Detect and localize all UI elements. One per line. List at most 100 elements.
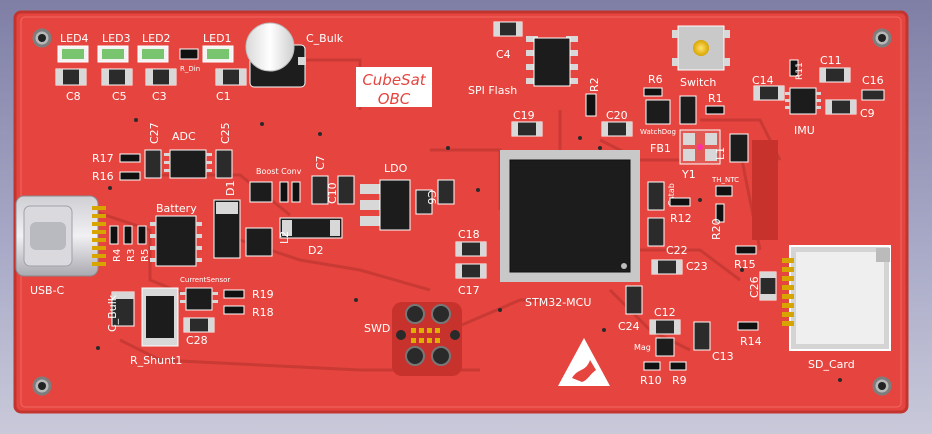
resistor-r17 xyxy=(119,153,141,163)
label-c27: C27 xyxy=(148,122,161,144)
label-r11: R11 xyxy=(795,62,805,80)
label-c6: C6 xyxy=(425,190,438,205)
label-r2: R2 xyxy=(588,77,601,92)
cap-c13 xyxy=(693,321,711,351)
label-c12: C12 xyxy=(654,306,676,319)
label-spi-flash: SPI Flash xyxy=(468,84,517,97)
current-sensor-chip xyxy=(180,287,218,311)
label-th-ntc: TH_NTC xyxy=(711,176,739,184)
cap-c12 xyxy=(649,319,681,335)
cap-c11 xyxy=(819,67,851,83)
label-imu: IMU xyxy=(794,124,815,137)
mcu-chip xyxy=(500,150,640,282)
resistor-r6 xyxy=(643,87,663,97)
resistor-r1 xyxy=(705,105,725,115)
bulk-capacitor-bottom xyxy=(111,291,135,327)
label-d2: D2 xyxy=(308,244,323,257)
shunt-resistor xyxy=(141,287,179,347)
cap-c9 xyxy=(825,99,857,115)
label-r4: R4 xyxy=(112,249,123,262)
diode-d1 xyxy=(213,199,241,259)
label-r12: R12 xyxy=(670,212,692,225)
resistor-r20 xyxy=(715,203,725,223)
label-r19: R19 xyxy=(252,288,274,301)
cap-c6 xyxy=(415,189,433,215)
label-c17: C17 xyxy=(458,284,480,297)
spi-flash-chip xyxy=(526,36,578,87)
battery-chip xyxy=(150,215,202,267)
label-c19: C19 xyxy=(513,109,535,122)
resistor-r19 xyxy=(223,289,245,299)
label-c14: C14 xyxy=(752,74,774,87)
inductor-l1 xyxy=(729,133,749,163)
label-c13: C13 xyxy=(712,350,734,363)
adc-chip xyxy=(164,149,212,179)
resistor-r10 xyxy=(643,361,661,371)
vias xyxy=(96,118,842,382)
label-r5: R5 xyxy=(140,249,151,262)
label-c22: C22 xyxy=(666,244,688,257)
label-l2: L2 xyxy=(278,231,291,244)
boost-converter xyxy=(249,181,301,203)
label-r18: R18 xyxy=(252,306,274,319)
ldo-regulator xyxy=(360,179,411,231)
label-c8: C8 xyxy=(66,90,81,103)
cap-c28 xyxy=(183,317,215,333)
cap-c18 xyxy=(455,241,487,257)
inductor-l2 xyxy=(245,227,273,257)
cap-c27 xyxy=(144,149,162,179)
label-stm32: STM32-MCU xyxy=(525,296,591,309)
crystal-y1 xyxy=(679,129,721,165)
label-cstab: Cstab xyxy=(667,183,676,206)
cap-cstab xyxy=(647,181,665,211)
resistor-r18 xyxy=(223,305,245,315)
push-switch xyxy=(672,25,730,71)
esd-warning-symbol xyxy=(558,338,610,386)
resistor-r16 xyxy=(119,171,141,181)
label-c28: C28 xyxy=(186,334,208,347)
label-c26: C26 xyxy=(748,276,761,298)
label-swd: SWD xyxy=(364,322,390,335)
label-r-din: R_Din xyxy=(180,65,200,73)
label-c18: C18 xyxy=(458,228,480,241)
imu-chip xyxy=(785,87,821,115)
board-title-line2: OBC xyxy=(378,90,411,108)
sd-flex-region xyxy=(752,140,778,240)
cap-c14 xyxy=(753,85,785,101)
label-d1: D1 xyxy=(224,181,237,196)
label-r15: R15 xyxy=(734,258,756,271)
label-r17: R17 xyxy=(92,152,114,165)
cap-near-ldo xyxy=(437,179,455,205)
board-title-line1: CubeSat xyxy=(362,71,426,89)
resistor-r2 xyxy=(585,93,597,117)
label-led3: LED3 xyxy=(102,32,131,45)
thermistor xyxy=(715,185,733,197)
watchdog-chip xyxy=(645,99,671,125)
mag-chip xyxy=(655,337,675,357)
cap-c25 xyxy=(215,149,233,179)
label-battery: Battery xyxy=(156,202,197,215)
cap-c23 xyxy=(651,259,683,275)
swd-header xyxy=(392,302,462,376)
bulk-capacitor xyxy=(245,22,306,88)
label-c23: C23 xyxy=(686,260,708,273)
label-c5: C5 xyxy=(112,90,127,103)
label-c25: C25 xyxy=(219,122,232,144)
label-c3: C3 xyxy=(152,90,167,103)
label-c16: C16 xyxy=(862,74,884,87)
label-watchdog: WatchDog xyxy=(640,128,676,136)
resistor-r9 xyxy=(669,361,687,371)
label-r16: R16 xyxy=(92,170,114,183)
cap-c4 xyxy=(493,21,523,37)
label-c-bulk-top: C_Bulk xyxy=(306,32,344,45)
resistor-r12 xyxy=(669,197,691,207)
label-c11: C11 xyxy=(820,54,842,67)
label-r6: R6 xyxy=(648,73,663,86)
cap-c19 xyxy=(511,121,543,137)
label-y1: Y1 xyxy=(681,168,696,181)
label-l1: L1 xyxy=(714,147,727,160)
board-title-block: CubeSat OBC xyxy=(356,67,432,108)
label-c20: C20 xyxy=(606,109,628,122)
